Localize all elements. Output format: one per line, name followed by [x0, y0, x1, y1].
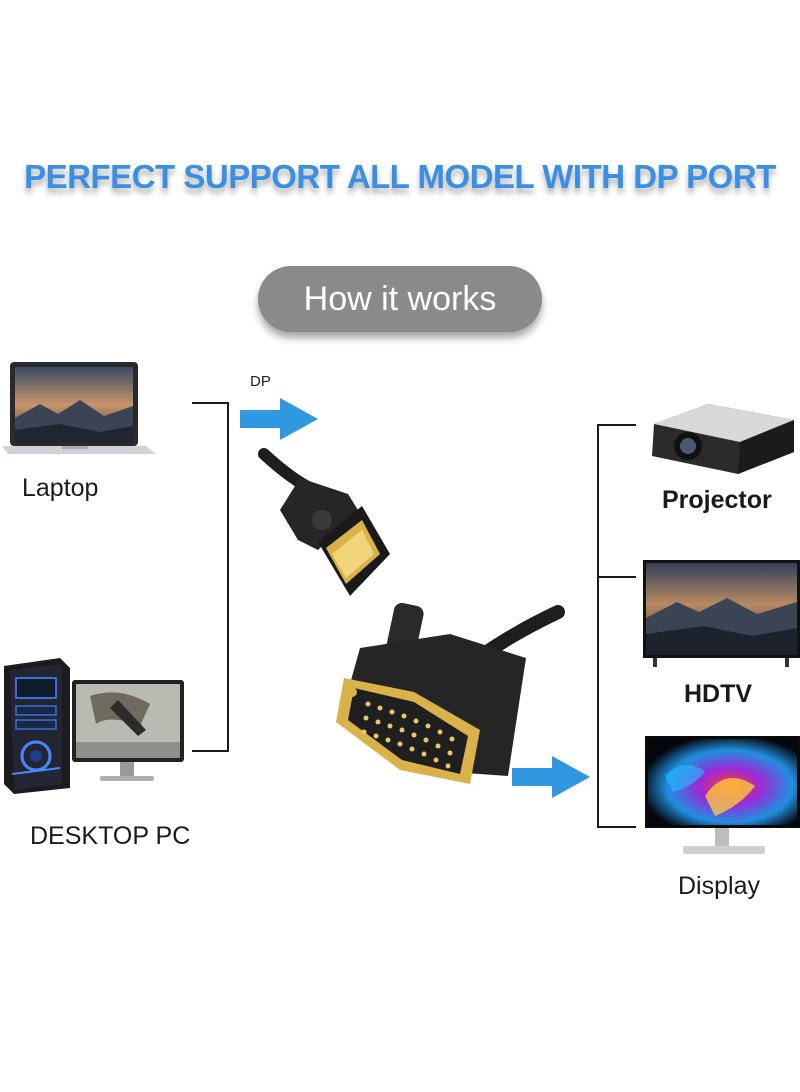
input-arrow-icon — [240, 398, 318, 440]
displayport-plug-icon — [258, 448, 390, 596]
laptop-icon — [2, 362, 156, 454]
projector-icon — [652, 404, 794, 474]
how-it-works-pill: How it works — [258, 266, 542, 332]
monitor-icon — [645, 736, 800, 854]
hdtv-icon — [643, 560, 800, 667]
dvi-plug-icon — [336, 602, 565, 784]
headline: PERFECT SUPPORT ALL MODEL WITH DP PORT — [24, 158, 776, 195]
desktop-pc-icon — [4, 658, 184, 794]
output-label-display: Display — [678, 872, 760, 900]
output-label-hdtv: HDTV — [684, 680, 753, 708]
output-arrow-icon — [512, 756, 590, 798]
source-bracket — [192, 402, 229, 752]
source-label-laptop: Laptop — [22, 474, 99, 502]
output-bracket — [597, 424, 636, 828]
output-label-projector: Projector — [662, 486, 772, 514]
connector-label-dp: DP — [250, 373, 271, 390]
source-label-desktop-pc: DESKTOP PC — [30, 822, 191, 850]
